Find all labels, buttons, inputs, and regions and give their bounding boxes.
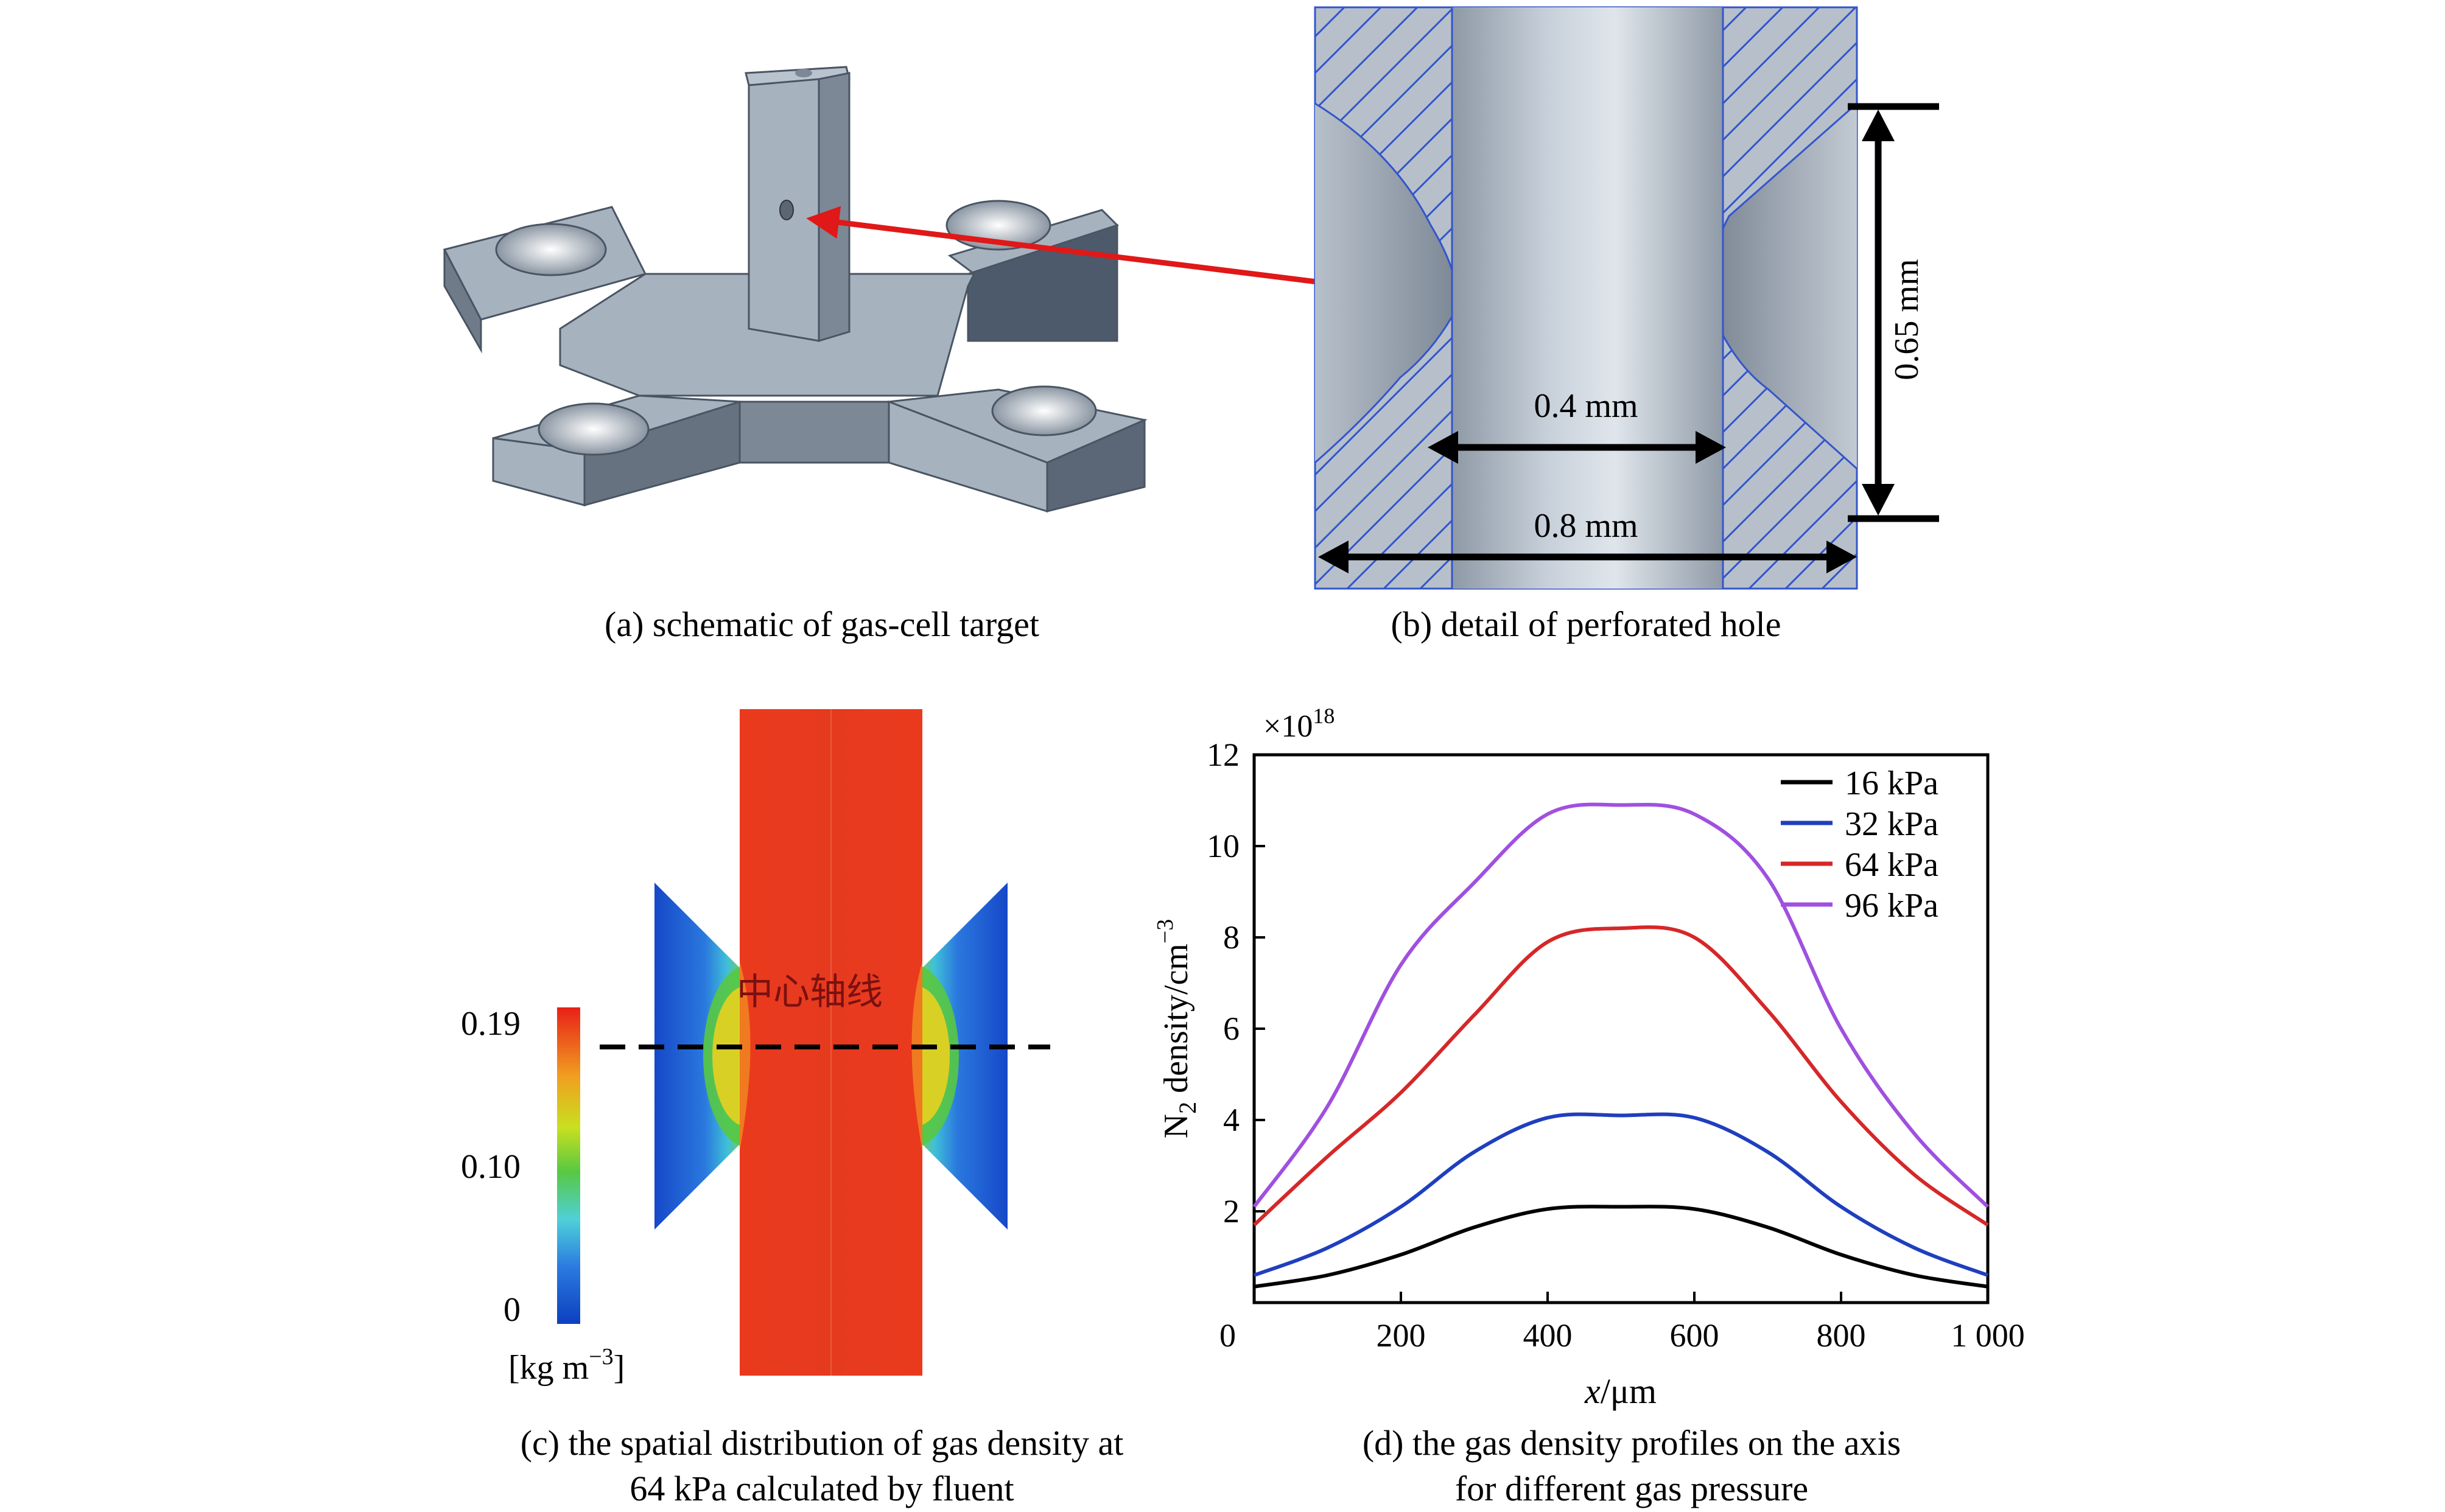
chart-series (1252, 802, 1990, 1289)
x-tick-label: 200 (1377, 1317, 1426, 1354)
dim-height-label: 0.65 mm (1888, 259, 1926, 380)
caption-a: (a) schematic of gas-cell target (605, 604, 1039, 644)
series-line-96-kpa (1252, 802, 1990, 1208)
colorbar-mid: 0.10 (461, 1148, 521, 1186)
legend-label: 64 kPa (1845, 846, 1938, 884)
caption-c-line2: 64 kPa calculated by fluent (630, 1469, 1014, 1508)
x-axis-label: x/μm (1584, 1371, 1657, 1411)
panel-c-density-contour (557, 709, 1050, 1376)
x-tick-label: 800 (1817, 1317, 1866, 1354)
y-tick-label: 4 (1223, 1102, 1240, 1138)
dim-outer-label: 0.8 mm (1534, 507, 1638, 545)
panel-a-target-schematic (443, 66, 1425, 513)
axis-label-cn: 中心轴线 (737, 971, 883, 1013)
caption-d-line2: for different gas pressure (1455, 1469, 1808, 1508)
x-tick-label: 1 000 (1951, 1317, 2025, 1354)
y-tick-label: 6 (1223, 1010, 1240, 1047)
y-axis-label: N2 density/cm−3 (1152, 919, 1201, 1139)
chart-multiplier: ×1018 (1263, 704, 1335, 744)
legend-label: 16 kPa (1845, 765, 1938, 802)
colorbar-max: 0.19 (461, 1005, 521, 1043)
legend-label: 32 kPa (1845, 805, 1938, 843)
y-tick-label: 10 (1207, 828, 1240, 864)
colorbar-unit: [kg m−3] (508, 1344, 625, 1387)
colorbar-min: 0 (503, 1291, 521, 1329)
dim-inner-label: 0.4 mm (1534, 387, 1638, 425)
panel-b-hole-detail (1314, 6, 1939, 590)
legend-label: 96 kPa (1845, 887, 1938, 925)
origin-label: 0 (1219, 1317, 1236, 1354)
series-line-32-kpa (1253, 1112, 1989, 1277)
caption-d-line1: (d) the gas density profiles on the axis (1363, 1423, 1901, 1463)
series-line-16-kpa (1254, 1205, 1988, 1289)
y-tick-label: 12 (1207, 737, 1240, 773)
chart-ticks: 200 400 600 800 1 000 0 2 4 6 8 10 12 (1207, 737, 2025, 1354)
x-tick-label: 400 (1523, 1317, 1573, 1354)
caption-c-line1: (c) the spatial distribution of gas dens… (521, 1423, 1124, 1463)
y-tick-label: 2 (1223, 1193, 1240, 1230)
series-line-64-kpa (1252, 925, 1989, 1227)
y-tick-label: 8 (1223, 919, 1240, 956)
caption-b: (b) detail of perforated hole (1391, 604, 1781, 644)
x-tick-label: 600 (1670, 1317, 1719, 1354)
